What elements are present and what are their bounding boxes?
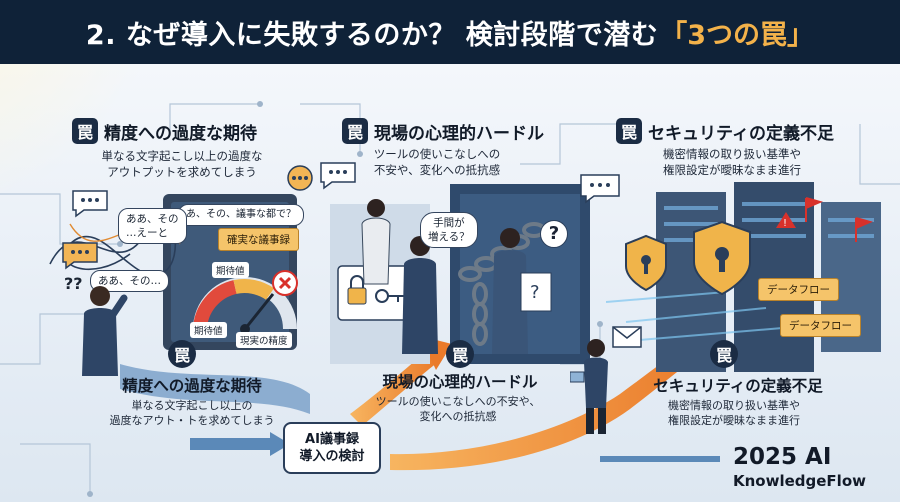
trap-1-title: 精度への過度な期待 xyxy=(104,123,257,144)
trap-3-title: セキュリティの定義不足 xyxy=(648,123,834,144)
gauge-reality-label: 現実の精度 xyxy=(236,332,292,348)
trap-2-bottom-description: ツールの使いこなしへの不安や、 変化への抵抗感 xyxy=(375,395,541,423)
data-flow-label-2: データフロー xyxy=(780,314,861,337)
person-with-tablet-illustration xyxy=(570,339,608,434)
page-title-highlight: 「3つの罠」 xyxy=(660,19,815,51)
trap-2-title: 現場の心理的ハードル xyxy=(374,123,544,144)
speech-bubble-ah-that-2: ああ、その… xyxy=(90,270,169,292)
trap-2-header: 罠 現場の心理的ハードル xyxy=(342,118,544,144)
trap-3-description: 機密情報の取り扱い基準や 権限設定が曖昧なまま進行 xyxy=(663,147,801,177)
illustration-scene: 罠 精度への過度な期待 単なる文字起こし以上の過度な アウトプットを求めてしまう… xyxy=(0,64,900,502)
envelope-icon xyxy=(612,326,642,348)
worried-people-illustration xyxy=(361,199,528,354)
trap-3-bottom-description: 機密情報の取り扱い基準や 権限設定が曖昧なまま進行 xyxy=(668,399,800,427)
question-bubble: ? xyxy=(540,220,568,248)
trap-3-bottom-icon: 罠 xyxy=(710,340,738,368)
confused-question-marks: ?? xyxy=(64,274,83,293)
ai-minutes-consideration-label: AI議事録 導入の検討 xyxy=(283,422,381,474)
svg-text:!: ! xyxy=(783,218,787,229)
data-flow-label-1: データフロー xyxy=(758,278,839,301)
chat-bubble-right-icon xyxy=(580,174,620,204)
speech-bubble-ah-that: ああ、その …えーと xyxy=(118,208,187,244)
trap-2-bottom-icon: 罠 xyxy=(446,340,474,368)
chat-bubble-orange-top-icon xyxy=(287,165,313,191)
trap-1-bottom-description: 単なる文字起こし以上の 過度なアウト・トを求めてしまう xyxy=(109,399,275,427)
trap-3-bottom-title: セキュリティの定義不足 xyxy=(653,377,823,395)
trap-3-header: 罠 セキュリティの定義不足 xyxy=(616,118,834,144)
screen-speech-bubble: あ、その、議事な都で？ xyxy=(178,204,304,226)
accurate-minutes-label: 確実な議事録 xyxy=(218,228,299,251)
brand-name: KnowledgeFlow xyxy=(733,472,866,490)
brand-year: 2025 AI xyxy=(733,444,832,470)
confused-person-illustration xyxy=(82,286,128,376)
trap-1-header: 罠 精度への過度な期待 xyxy=(72,118,257,144)
warning-x-icon xyxy=(272,270,298,296)
trap-1-bottom-title: 精度への過度な期待 xyxy=(122,377,262,395)
trap-2-description: ツールの使いこなしへの 不安や、変化への抵抗感 xyxy=(373,147,501,177)
trap-1-description: 単なる文字起こし以上の過度な アウトプットを求めてしまう xyxy=(101,149,263,179)
page-title: 2. なぜ導入に失敗するのか？ 検討段階で潜む xyxy=(85,19,659,51)
chat-bubble-icon xyxy=(72,190,108,218)
gauge-expectation-top-label: 期待値 xyxy=(212,262,249,278)
trap-icon: 罠 xyxy=(72,118,98,144)
trap-2-bottom-title: 現場の心理的ハードル xyxy=(382,373,538,391)
gauge-expectation-label: 期待値 xyxy=(190,322,227,338)
chat-bubble-orange-icon xyxy=(62,242,98,270)
security-servers-illustration: ! xyxy=(606,182,881,372)
title-bar: 2. なぜ導入に失敗するのか？ 検討段階で潜む 「3つの罠」 xyxy=(0,0,900,64)
trap-1-bottom-icon: 罠 xyxy=(168,340,196,368)
effort-speech-bubble: 手間が 増える？ xyxy=(420,212,478,248)
svg-text:?: ? xyxy=(530,282,540,303)
question-document-icon: ? xyxy=(520,272,552,312)
chat-bubble-top-icon xyxy=(320,162,356,190)
